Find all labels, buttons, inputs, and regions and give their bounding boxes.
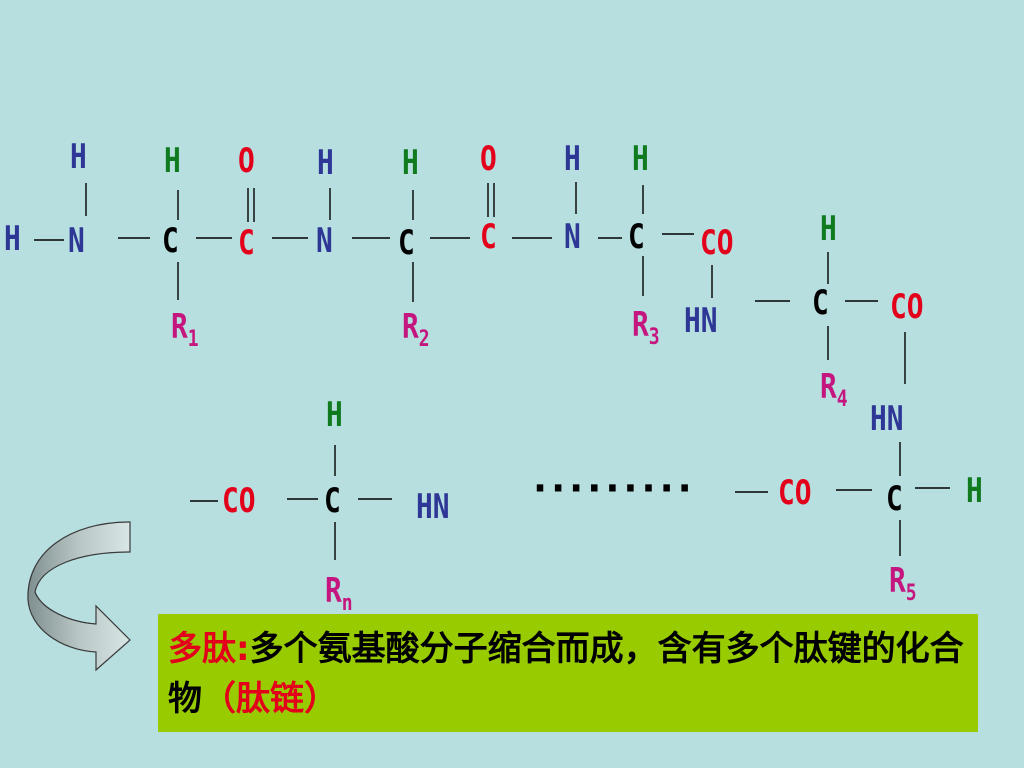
atom-c3: C	[628, 217, 645, 257]
atom-co4: CO	[890, 287, 924, 327]
atom-co-n: CO	[222, 481, 256, 521]
side-chain-rn: Rn	[325, 571, 353, 616]
atom-h-n3: H	[564, 139, 581, 179]
definition-box	[158, 614, 978, 732]
term-colon: :	[236, 629, 250, 669]
atom-n1: N	[68, 221, 85, 261]
atom-n3: N	[564, 217, 581, 257]
atom-h-amino-left: H	[4, 219, 21, 259]
atom-n2: N	[316, 221, 333, 261]
atom-hn5: HN	[870, 399, 904, 439]
atom-c5: C	[886, 479, 903, 519]
atom-h-c4: H	[820, 209, 837, 249]
side-chain-r4: R4	[820, 367, 848, 412]
atom-h-c1: H	[164, 141, 181, 181]
atom-hn4: HN	[684, 301, 718, 341]
atom-carbonyl-c1: C	[238, 223, 255, 263]
atom-h-amino-top: H	[70, 137, 87, 177]
side-chain-r5: R5	[889, 561, 917, 606]
atom-o1: O	[238, 141, 255, 181]
side-chain-r1: R1	[171, 307, 199, 352]
atom-co5: CO	[778, 473, 812, 513]
atom-h-c5: H	[966, 471, 983, 511]
term-peptide-chain: （肽链）	[202, 679, 338, 719]
chain-ellipsis: ·········	[528, 466, 697, 512]
side-chain-r2: R2	[402, 307, 430, 352]
side-chain-r3: R3	[632, 305, 660, 350]
atom-hn-n: HN	[416, 487, 450, 527]
definition-text: 多肽:多个氨基酸分子缩合而成，含有多个肽键的化合物（肽链）	[168, 624, 968, 724]
atom-c2: C	[398, 223, 415, 263]
atom-o2: O	[480, 139, 497, 179]
atom-h-cn: H	[326, 395, 343, 435]
term-polypeptide: 多肽	[168, 629, 236, 669]
definition-body: 多个氨基酸分子缩合而成，含有多个肽键的化合物	[168, 629, 964, 719]
atom-h-c3: H	[632, 139, 649, 179]
atom-co3: CO	[700, 223, 734, 263]
atom-c1: C	[162, 221, 179, 261]
atom-cn: C	[324, 481, 341, 521]
atom-h-n2: H	[317, 143, 334, 183]
atom-carbonyl-c2: C	[480, 217, 497, 257]
atom-h-c2: H	[402, 143, 419, 183]
atom-c4: C	[812, 283, 829, 323]
